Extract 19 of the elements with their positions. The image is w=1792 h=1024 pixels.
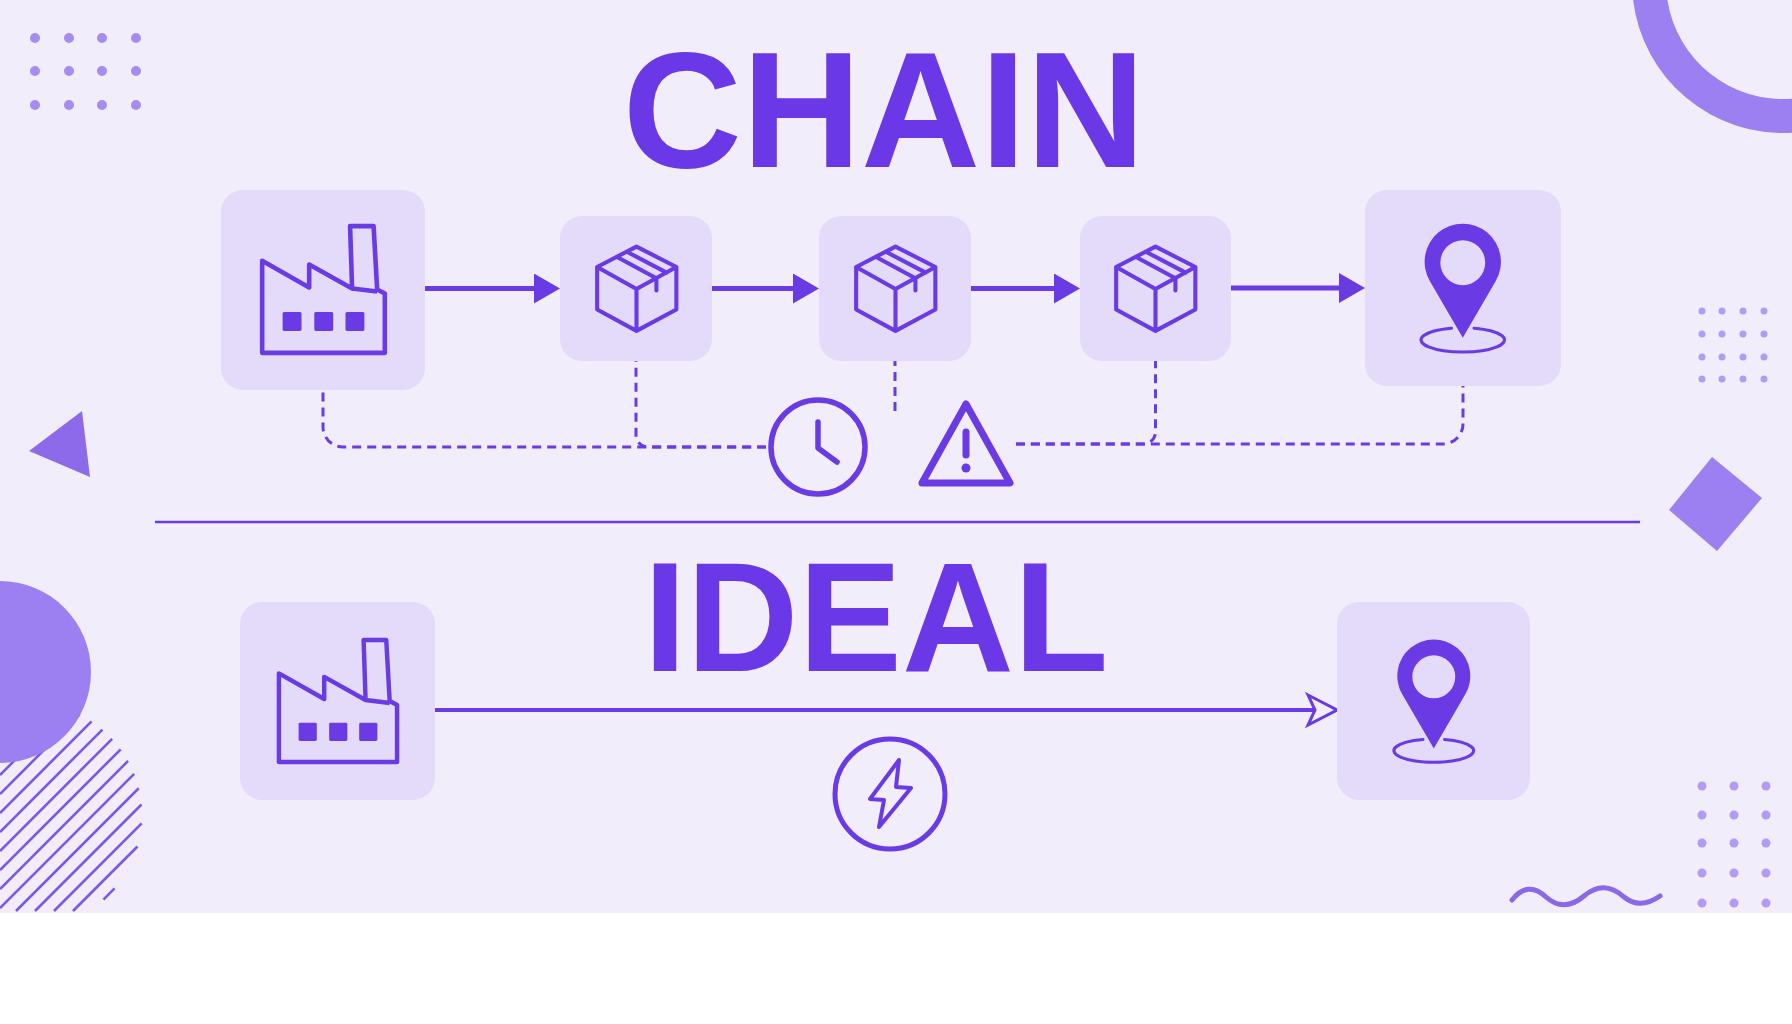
factory-tile <box>221 190 425 390</box>
arrow <box>1231 273 1365 303</box>
dashed-connector <box>893 361 897 411</box>
package-tile <box>819 216 971 361</box>
arrow <box>425 273 560 304</box>
clock-icon <box>766 395 870 499</box>
factory-tile <box>240 602 435 800</box>
section-heading: IDEAL <box>643 540 1109 695</box>
location-pin-tile <box>1365 190 1561 386</box>
arrow <box>435 693 1339 727</box>
dashed-connector <box>1016 386 1465 446</box>
package-tile <box>560 216 712 361</box>
dashed-connector <box>634 361 766 449</box>
title: CHAIN <box>622 28 1146 193</box>
package-tile <box>1080 216 1231 361</box>
warning-icon <box>916 398 1016 490</box>
arrow <box>971 273 1080 304</box>
location-pin-tile <box>1337 602 1530 800</box>
arrow <box>712 273 819 304</box>
